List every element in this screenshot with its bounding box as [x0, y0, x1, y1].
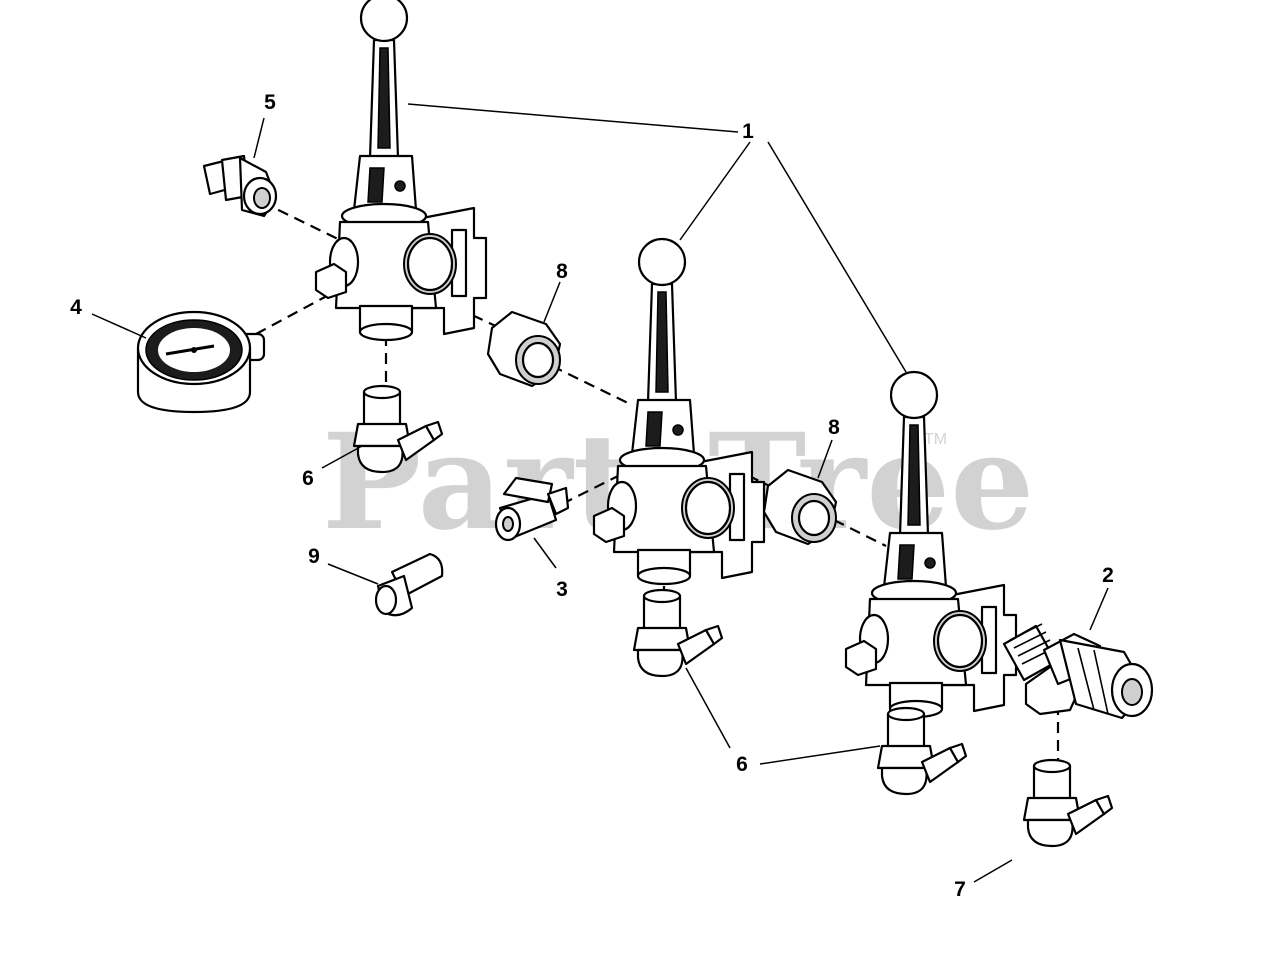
- pressure-regulator: [1002, 623, 1154, 720]
- callout-7: 7: [954, 878, 966, 901]
- hose-barb-adapter: [202, 154, 278, 218]
- barbed-elbow-bottom: [1022, 758, 1114, 848]
- barbed-elbow-right: [876, 706, 968, 796]
- callout-8-left: 8: [556, 260, 568, 283]
- ball-valve: [494, 476, 570, 542]
- callout-9: 9: [308, 545, 320, 568]
- callout-labels: 1 2 3 4 5 6 6 7 8 8 9: [70, 91, 1114, 901]
- callout-8-right: 8: [828, 416, 840, 439]
- callout-6-left: 6: [302, 467, 314, 490]
- pressure-gauge: [136, 310, 266, 414]
- barbed-elbow-middle: [632, 588, 724, 678]
- street-elbow: [374, 552, 444, 617]
- watermark-trademark: TM: [924, 431, 947, 448]
- hex-coupler-left: [486, 310, 562, 388]
- callout-1: 1: [742, 120, 754, 143]
- callout-5: 5: [264, 91, 276, 114]
- lever-valve-left: [314, 0, 488, 342]
- leader-lines: [91, 103, 1109, 883]
- callout-4: 4: [70, 296, 82, 319]
- callout-3: 3: [556, 578, 568, 601]
- callout-2: 2: [1102, 564, 1114, 587]
- callout-6-right: 6: [736, 753, 748, 776]
